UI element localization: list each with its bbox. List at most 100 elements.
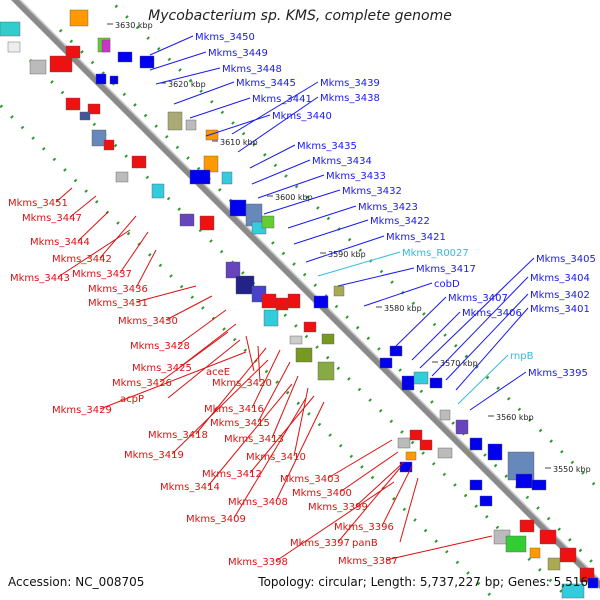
gene-feature <box>69 9 89 27</box>
gene-label: Mkms_3401 <box>530 304 590 315</box>
gene-label: panB <box>352 538 378 549</box>
gene-label: Mkms_3412 <box>202 469 262 480</box>
label-leader-line <box>275 481 395 562</box>
kbp-tick-label: 3630 kbp <box>115 21 153 30</box>
gene-label: Mkms_3439 <box>320 78 380 89</box>
gene-label: Mkms_3436 <box>88 284 148 295</box>
gene-label: acpP <box>120 394 144 405</box>
gene-feature <box>205 129 219 141</box>
gene-feature <box>131 155 147 169</box>
label-leader-line <box>469 371 527 411</box>
genome-backbone <box>11 0 600 589</box>
gene-label: Mkms_3423 <box>358 202 418 213</box>
kbp-tick-label: 3590 kbp <box>328 250 366 259</box>
label-leader-line <box>149 51 207 71</box>
gene-label: Mkms_3431 <box>88 298 148 309</box>
label-leader-line <box>231 81 319 135</box>
gene-feature <box>179 213 195 227</box>
gene-label: Mkms_3417 <box>416 264 476 275</box>
gene-label: Mkms_3448 <box>222 64 282 75</box>
genes-value: 5,516 <box>553 575 588 589</box>
gene-label: rnpB <box>510 351 534 362</box>
gene-feature <box>405 451 417 461</box>
gene-feature <box>429 377 443 389</box>
gene-feature <box>469 479 483 491</box>
gene-label: Mkms_3437 <box>72 269 132 280</box>
label-leader-line <box>159 331 229 383</box>
label-leader-line <box>419 257 535 369</box>
gene-label: Mkms_3418 <box>148 430 208 441</box>
gene-label: Mkms_3404 <box>530 273 590 284</box>
length-label: Length: <box>370 575 417 589</box>
gene-feature <box>65 45 81 59</box>
gene-label: Mkms_3420 <box>212 378 272 389</box>
label-leader-line <box>205 114 271 137</box>
gene-label: Mkms_3402 <box>530 290 590 301</box>
gene-feature <box>397 437 411 449</box>
label-leader-line <box>57 229 131 278</box>
gene-feature <box>221 171 233 185</box>
gene-feature <box>333 285 345 297</box>
label-leader-line <box>173 81 235 105</box>
gene-label: Mkms_3444 <box>30 237 90 248</box>
accession-info: Accession: NC_008705 <box>8 575 144 589</box>
gene-feature <box>303 321 317 333</box>
gene-label: Mkms_3440 <box>272 111 332 122</box>
gene-label: Mkms_3396 <box>334 522 394 533</box>
label-leader-line <box>257 174 325 199</box>
gene-feature <box>321 333 335 345</box>
gene-feature <box>189 169 211 185</box>
label-leader-line <box>411 311 461 361</box>
kbp-tick-label: 3620 kbp <box>168 80 206 89</box>
label-leader-line <box>327 439 393 479</box>
kbp-tick-label: 3550 kbp <box>553 465 591 474</box>
gene-feature <box>561 583 585 599</box>
gene-feature <box>139 55 155 69</box>
gene-label: Mkms_3398 <box>228 557 288 568</box>
gene-feature <box>519 519 535 533</box>
gene-feature <box>487 443 503 461</box>
kbp-tick-label: 3560 kbp <box>496 413 534 422</box>
label-leader-line <box>233 397 307 519</box>
label-leader-line <box>177 309 227 346</box>
kbp-tick-label: 3570 kbp <box>440 359 478 368</box>
label-leader-line <box>77 211 109 242</box>
gene-label: Mkms_3426 <box>112 378 172 389</box>
label-leader-line <box>337 267 415 287</box>
gene-feature <box>455 419 469 435</box>
gene-feature <box>317 361 335 381</box>
map-title: Mycobacterium sp. KMS, complete genome <box>148 8 452 24</box>
gene-label: Mkms_3441 <box>252 94 312 105</box>
gene-feature <box>117 51 133 63</box>
gene-feature <box>505 535 527 553</box>
gene-feature <box>401 375 415 391</box>
gene-label: Mkms_3435 <box>297 141 357 152</box>
gene-label: Mkms_3387 <box>338 556 398 567</box>
accession-value: NC_008705 <box>75 575 145 589</box>
label-leader-line <box>245 335 255 372</box>
topology-value: circular <box>318 575 363 589</box>
gene-label: Mkms_3421 <box>386 232 446 243</box>
gene-feature <box>469 437 483 451</box>
topology-label: Topology: <box>258 575 315 589</box>
label-leader-line <box>431 276 529 377</box>
gene-feature <box>295 347 313 363</box>
gene-label: Mkms_3405 <box>536 254 596 265</box>
length-value: 5,737,227 bp <box>419 575 500 589</box>
gene-label: Mkms_3445 <box>236 78 296 89</box>
gene-label: Mkms_3432 <box>342 186 402 197</box>
label-leader-line <box>381 465 413 527</box>
gene-label: Mkms_R0027 <box>402 248 469 259</box>
kbp-tick-label: 3600 kbp <box>275 193 313 202</box>
label-leader-line <box>399 477 419 543</box>
label-leader-line <box>395 296 447 347</box>
label-leader-line <box>55 187 73 203</box>
gene-feature <box>263 309 279 327</box>
label-leader-line <box>237 96 319 153</box>
gene-feature <box>229 199 247 217</box>
gene-label: Mkms_3416 <box>204 404 264 415</box>
label-leader-line <box>99 215 137 259</box>
sequence-summary: Topology: circular; Length: 5,737,227 bp… <box>258 575 588 589</box>
gene-feature <box>515 473 533 489</box>
